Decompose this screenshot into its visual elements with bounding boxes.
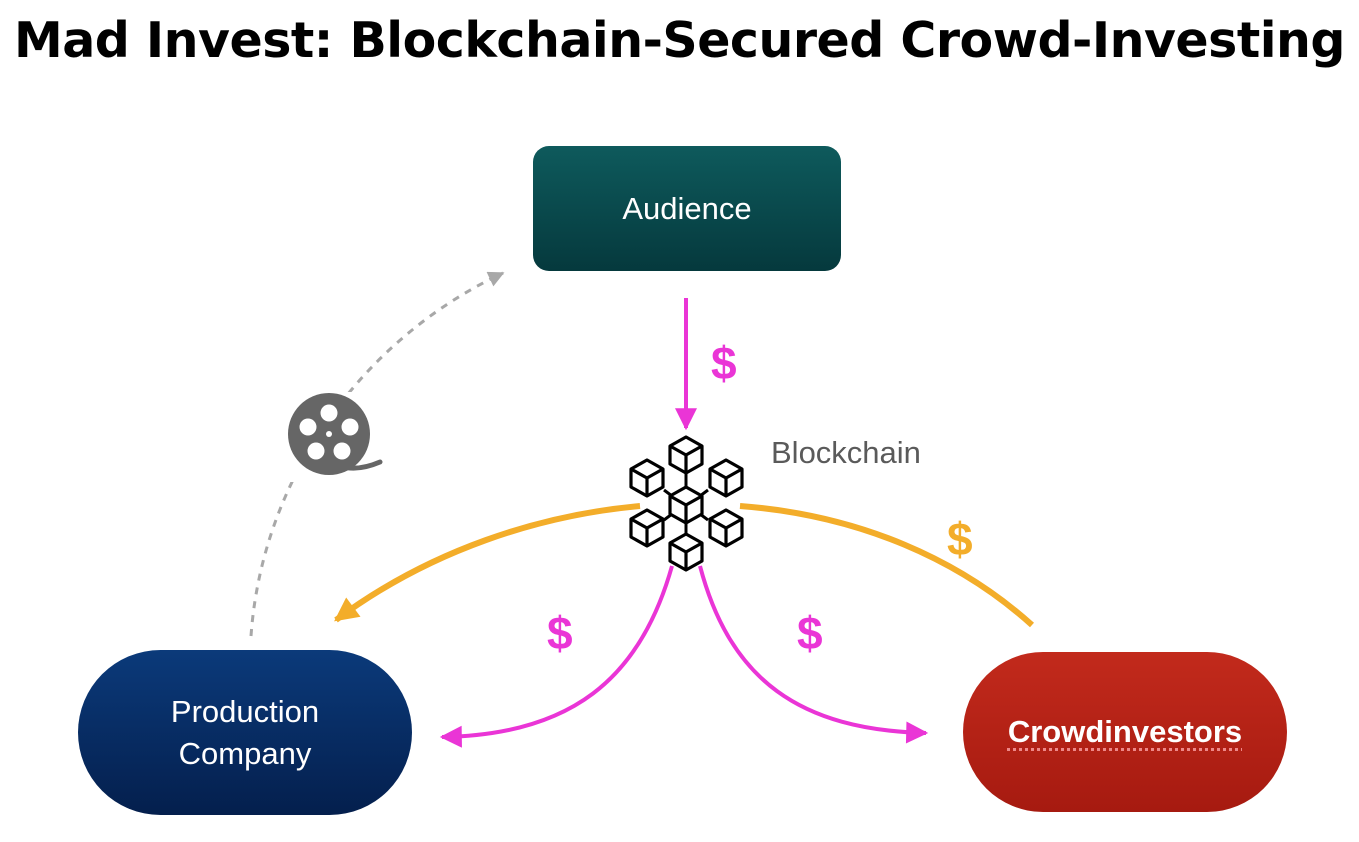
blockchain-cubes-icon	[629, 435, 744, 572]
revenue-arrow-chain-to-crowd	[698, 565, 929, 744]
crowdinvestors-node: Crowdinvestors	[963, 652, 1287, 812]
production-label-line1: Production	[170, 693, 320, 729]
dollar-label-chain-to-crowd: $	[797, 607, 823, 659]
production-company-node: Production Company	[78, 650, 412, 815]
investment-arrow-from-crowd	[739, 503, 1035, 628]
audience-node: Audience	[533, 146, 841, 271]
dollar-label-crowd-to-chain: $	[947, 513, 973, 565]
audience-label: Audience	[622, 190, 752, 226]
revenue-arrow-chain-to-production	[439, 565, 674, 748]
payout-arrow-to-production	[334, 503, 641, 623]
film-reel-icon	[288, 392, 383, 482]
dollar-label-audience-to-chain: $	[711, 337, 737, 389]
blockchain-label: Blockchain	[771, 435, 921, 470]
dollar-label-chain-to-production: $	[547, 607, 573, 659]
page-title: Mad Invest: Blockchain-Secured Crowd-Inv…	[13, 12, 1346, 69]
crowdinvestors-label: Crowdinvestors	[1007, 714, 1243, 749]
production-label-line2: Company	[178, 735, 312, 771]
